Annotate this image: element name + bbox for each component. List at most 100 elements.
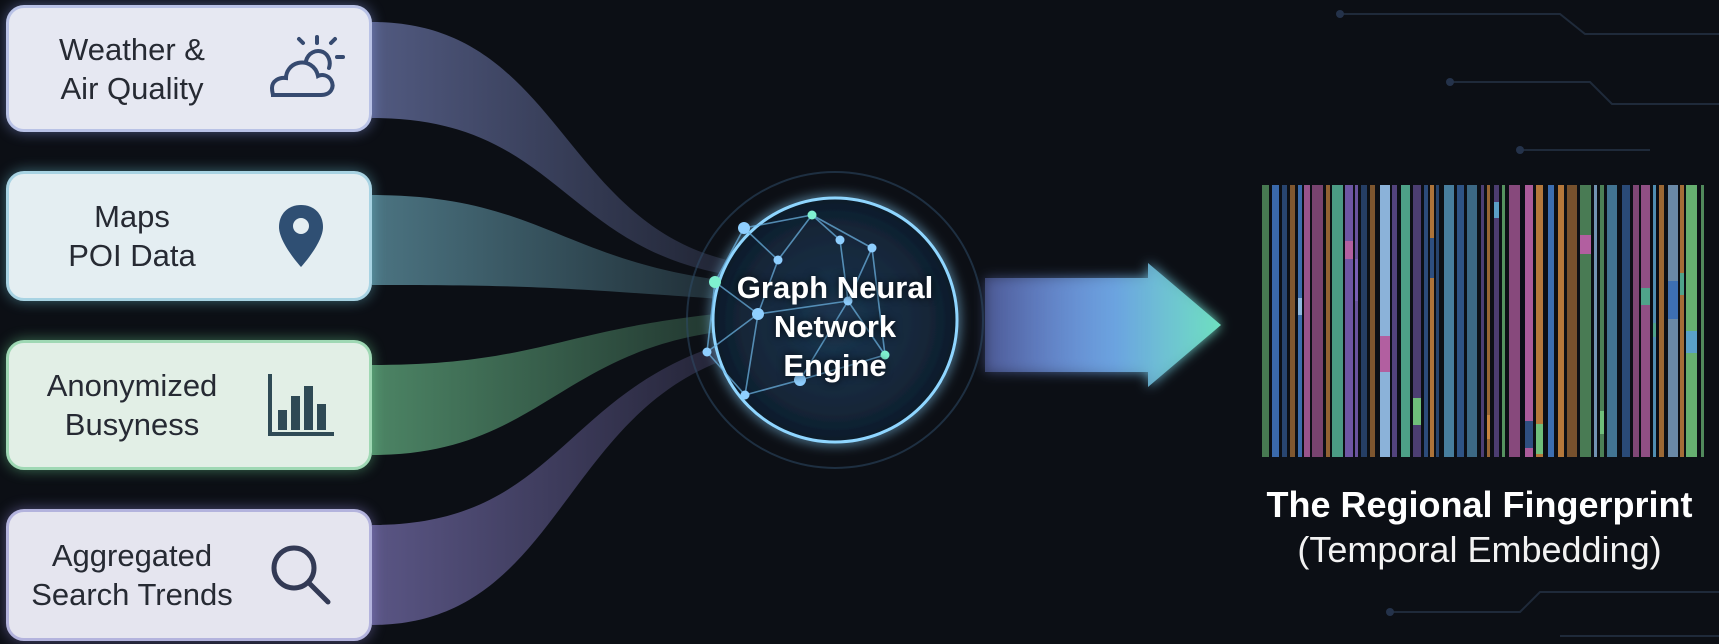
fingerprint-stripe	[1312, 185, 1323, 457]
input-card-weather: Weather & Air Quality	[6, 5, 372, 132]
fingerprint-block	[1641, 288, 1650, 305]
flow-weather	[372, 22, 736, 276]
network-nodes	[702, 210, 890, 400]
network-edge	[811, 214, 841, 241]
network-edge	[743, 227, 779, 261]
network-edge	[777, 214, 813, 261]
fingerprint-block	[1380, 336, 1390, 372]
input-card-busyness: Anonymized Busyness	[6, 340, 372, 470]
input-card-search-trends: Aggregated Search Trends	[6, 509, 372, 641]
fingerprint-block	[1653, 323, 1656, 337]
fingerprint-stripe	[1436, 185, 1439, 457]
network-node	[773, 255, 783, 265]
fingerprint-stripe	[1444, 185, 1454, 457]
network-edge	[839, 239, 849, 302]
fingerprint-stripe	[1548, 185, 1554, 457]
fingerprint-stripe	[1680, 185, 1684, 457]
network-node	[709, 276, 721, 288]
network-node	[835, 235, 845, 245]
data-flows	[372, 22, 736, 625]
network-edge	[714, 227, 745, 283]
fingerprint-stripe	[1509, 185, 1520, 457]
network-graph-icon	[706, 214, 886, 396]
circuit-traces	[1340, 13, 1719, 637]
network-edge	[847, 300, 886, 356]
fingerprint-stripe	[1326, 185, 1330, 457]
fingerprint-stripe	[1622, 185, 1630, 457]
fingerprint-stripe	[1413, 185, 1421, 457]
network-edge	[757, 300, 849, 315]
fingerprint-block	[1298, 298, 1302, 315]
fingerprint-stripe	[1502, 185, 1505, 457]
search-icon	[255, 535, 347, 615]
fingerprint-block	[1494, 202, 1499, 218]
fingerprint-stripe	[1298, 185, 1302, 457]
fingerprint-stripe	[1536, 185, 1543, 457]
network-node	[752, 308, 764, 320]
circuit-nodes	[1336, 10, 1524, 616]
fingerprint-block	[1345, 241, 1353, 259]
fingerprint-stripe	[1262, 185, 1269, 457]
fingerprint-subtitle: (Temporal Embedding)	[1297, 529, 1662, 570]
fingerprint-block	[1686, 331, 1697, 353]
fingerprint-title: The Regional Fingerprint	[1266, 484, 1693, 525]
fingerprint-stripe	[1332, 185, 1343, 457]
network-edge	[714, 281, 759, 315]
network-node	[880, 350, 890, 360]
map-pin-icon	[255, 196, 347, 276]
fingerprint-block	[1413, 398, 1421, 425]
fingerprint-stripe	[1392, 185, 1397, 457]
fingerprint-stripe	[1594, 185, 1597, 457]
fingerprint-stripe	[1401, 185, 1410, 457]
fingerprint-block	[1680, 273, 1684, 295]
fingerprint-stripe	[1282, 185, 1287, 457]
fingerprint-stripe	[1580, 185, 1591, 457]
network-edge	[706, 281, 716, 353]
network-edge	[799, 300, 849, 381]
fingerprint-stripe	[1701, 185, 1704, 457]
fingerprint-stripe	[1487, 185, 1490, 457]
fingerprint-stripe	[1424, 185, 1428, 457]
maps-label: Maps POI Data	[68, 199, 196, 273]
engine-label: Graph Neural Network Engine	[736, 270, 934, 383]
network-edge	[706, 351, 746, 396]
network-node	[867, 243, 877, 253]
network-node	[740, 390, 750, 400]
network-edge	[743, 214, 813, 229]
search-trends-label: Aggregated Search Trends	[31, 538, 233, 612]
fingerprint-block	[1355, 259, 1358, 301]
network-edge	[799, 354, 886, 381]
fingerprint-stripe	[1361, 185, 1367, 457]
network-edge	[744, 379, 801, 396]
fingerprint-stripe	[1380, 185, 1390, 457]
fingerprint-stripe	[1607, 185, 1617, 457]
network-edge	[847, 247, 873, 302]
fingerprint-block	[1536, 424, 1543, 454]
network-node	[843, 296, 853, 306]
fingerprint-block	[1580, 235, 1591, 254]
input-card-maps: Maps POI Data	[6, 171, 372, 301]
fingerprint-stripe	[1355, 185, 1358, 457]
fingerprint-stripe	[1272, 185, 1279, 457]
fingerprint-block	[1430, 238, 1434, 278]
fingerprint-stripe	[1633, 185, 1639, 457]
network-edge	[744, 313, 759, 396]
fingerprint-stripe	[1481, 185, 1484, 457]
fingerprint-stripe	[1567, 185, 1577, 457]
fingerprint-stripe	[1304, 185, 1310, 457]
fingerprint-stripe	[1641, 185, 1650, 457]
flow-busy	[372, 312, 736, 455]
fingerprint-stripe	[1370, 185, 1375, 457]
fingerprint-stripe	[1494, 185, 1499, 457]
fingerprint-block	[1668, 281, 1678, 319]
busyness-label: Anonymized Busyness	[46, 368, 218, 442]
fingerprint-block	[1487, 415, 1490, 439]
fingerprint-stripe	[1653, 185, 1656, 457]
fingerprint-stripe	[1659, 185, 1664, 457]
fingerprint-block	[1600, 411, 1604, 434]
fingerprint-stripe	[1345, 185, 1353, 457]
weather-label: Weather & Air Quality	[59, 31, 205, 106]
network-node	[738, 222, 750, 234]
fingerprint-block	[1525, 421, 1533, 448]
